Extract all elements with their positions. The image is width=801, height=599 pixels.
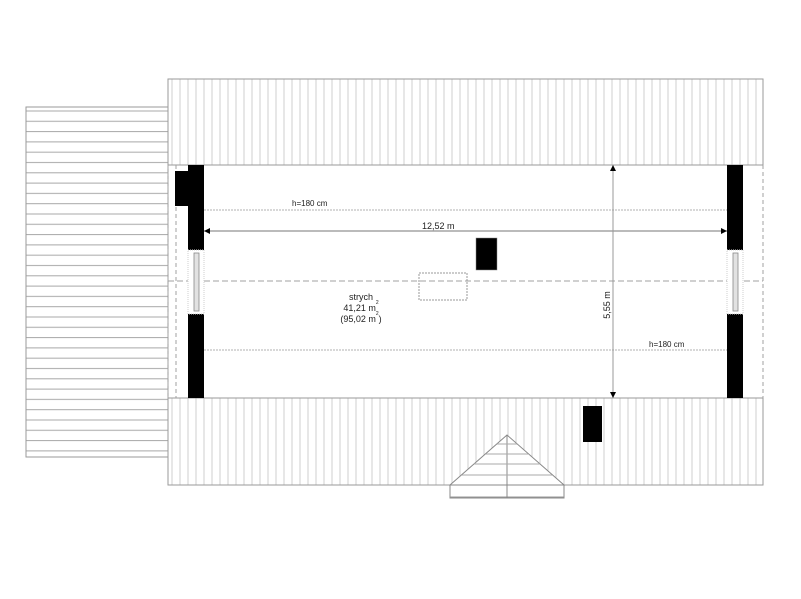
right-window	[726, 249, 744, 315]
height-label-top: h=180 cm	[292, 199, 328, 208]
room-area: 41,21 m2	[343, 300, 379, 314]
room-name: strych	[348, 292, 373, 302]
left-wing-roof	[25, 106, 169, 458]
width-dimension-line	[204, 228, 727, 234]
depth-dimension-label: 5,55 m	[602, 291, 612, 319]
width-dimension-label: 12,52 m	[422, 221, 455, 231]
left-window	[187, 249, 205, 315]
chimney-roof	[583, 406, 602, 442]
attic-hatch	[418, 272, 468, 301]
room-total-area: (95,02 m2)	[340, 311, 382, 325]
top-roof-slope	[167, 78, 764, 166]
room-label: strych 41,21 m2 (95,02 m2)	[326, 292, 396, 325]
height-label-bottom: h=180 cm	[649, 340, 685, 349]
chimney-interior	[475, 237, 498, 271]
bottom-roof-slope	[167, 397, 764, 486]
entrance-gable-roof	[448, 434, 566, 499]
left-gable-wall	[175, 165, 204, 398]
depth-dimension-line	[610, 165, 616, 398]
right-gable-wall	[727, 165, 743, 398]
